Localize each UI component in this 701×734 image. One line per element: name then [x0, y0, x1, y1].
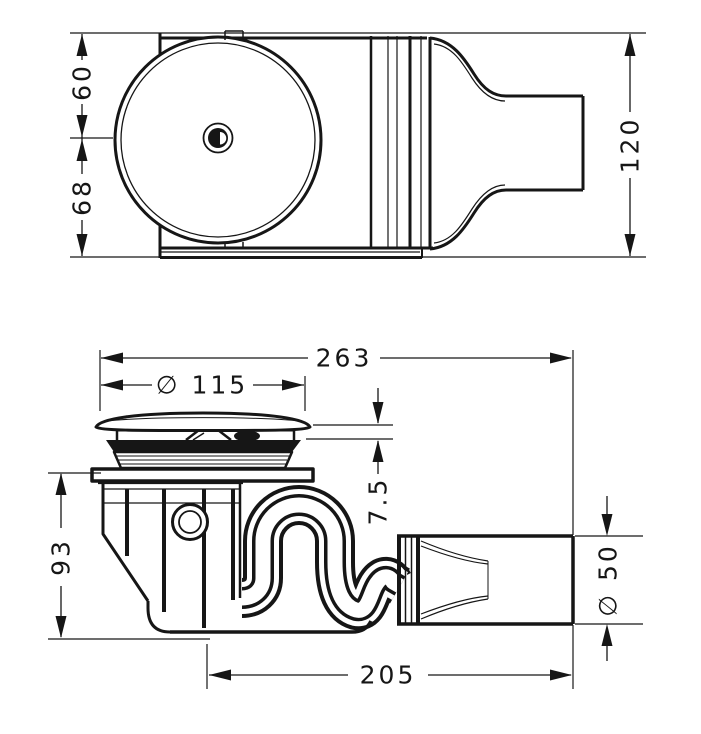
dim-label-120: 120 — [616, 117, 645, 174]
dimension-d50 — [601, 496, 613, 661]
dimension-263 — [101, 352, 572, 364]
arrow-up-icon — [601, 624, 613, 646]
arrow-up-icon — [624, 34, 636, 56]
arrow-up-icon — [55, 473, 67, 495]
arrow-down-icon — [55, 616, 67, 638]
dim-label-d115: ∅ 115 — [156, 371, 248, 400]
dim-label-d50: ∅ 50 — [594, 543, 623, 617]
arrow-right-icon — [282, 379, 304, 391]
dim-label-205: 205 — [360, 661, 417, 690]
plug-stem — [106, 440, 301, 470]
dim-label-68: 68 — [68, 178, 97, 216]
outlet-pipe-plan — [429, 36, 585, 251]
arrow-up-icon — [372, 440, 384, 462]
dimension-120 — [624, 34, 636, 256]
arrow-left-icon — [101, 352, 123, 364]
arrow-up-icon — [76, 139, 88, 161]
drain-flange — [90, 467, 315, 483]
arrow-down-icon — [76, 115, 88, 137]
side-view-extension-lines — [48, 350, 643, 689]
dimension-205 — [209, 669, 572, 681]
dim-label-93: 93 — [47, 538, 76, 576]
dimension-labels: 60 68 120 263 ∅ 115 7.5 93 205 ∅ 50 — [47, 63, 645, 689]
dimension-93 — [55, 473, 67, 638]
arrow-down-icon — [624, 234, 636, 256]
drain-sump-body — [98, 481, 373, 634]
arrow-up-icon — [76, 34, 88, 56]
cover-screw-icon — [202, 122, 234, 154]
dimension-7-5 — [372, 388, 384, 474]
side-view — [48, 350, 643, 689]
arrow-down-icon — [601, 514, 613, 536]
arrow-down-icon — [76, 234, 88, 256]
dim-label-7-5: 7.5 — [364, 477, 393, 526]
flat-trap-tube — [240, 485, 413, 631]
arrow-left-icon — [101, 379, 123, 391]
dim-label-60: 60 — [68, 63, 97, 101]
outlet-socket-side — [397, 534, 575, 626]
dimension-d115 — [101, 379, 304, 391]
arrow-left-icon — [209, 669, 231, 681]
dimension-60-68 — [76, 34, 88, 256]
arrow-right-icon — [550, 669, 572, 681]
arrow-right-icon — [550, 352, 572, 364]
plug-cover — [94, 411, 312, 432]
dim-label-263: 263 — [316, 344, 373, 373]
arrow-down-icon — [372, 402, 384, 424]
top-view — [70, 30, 646, 259]
